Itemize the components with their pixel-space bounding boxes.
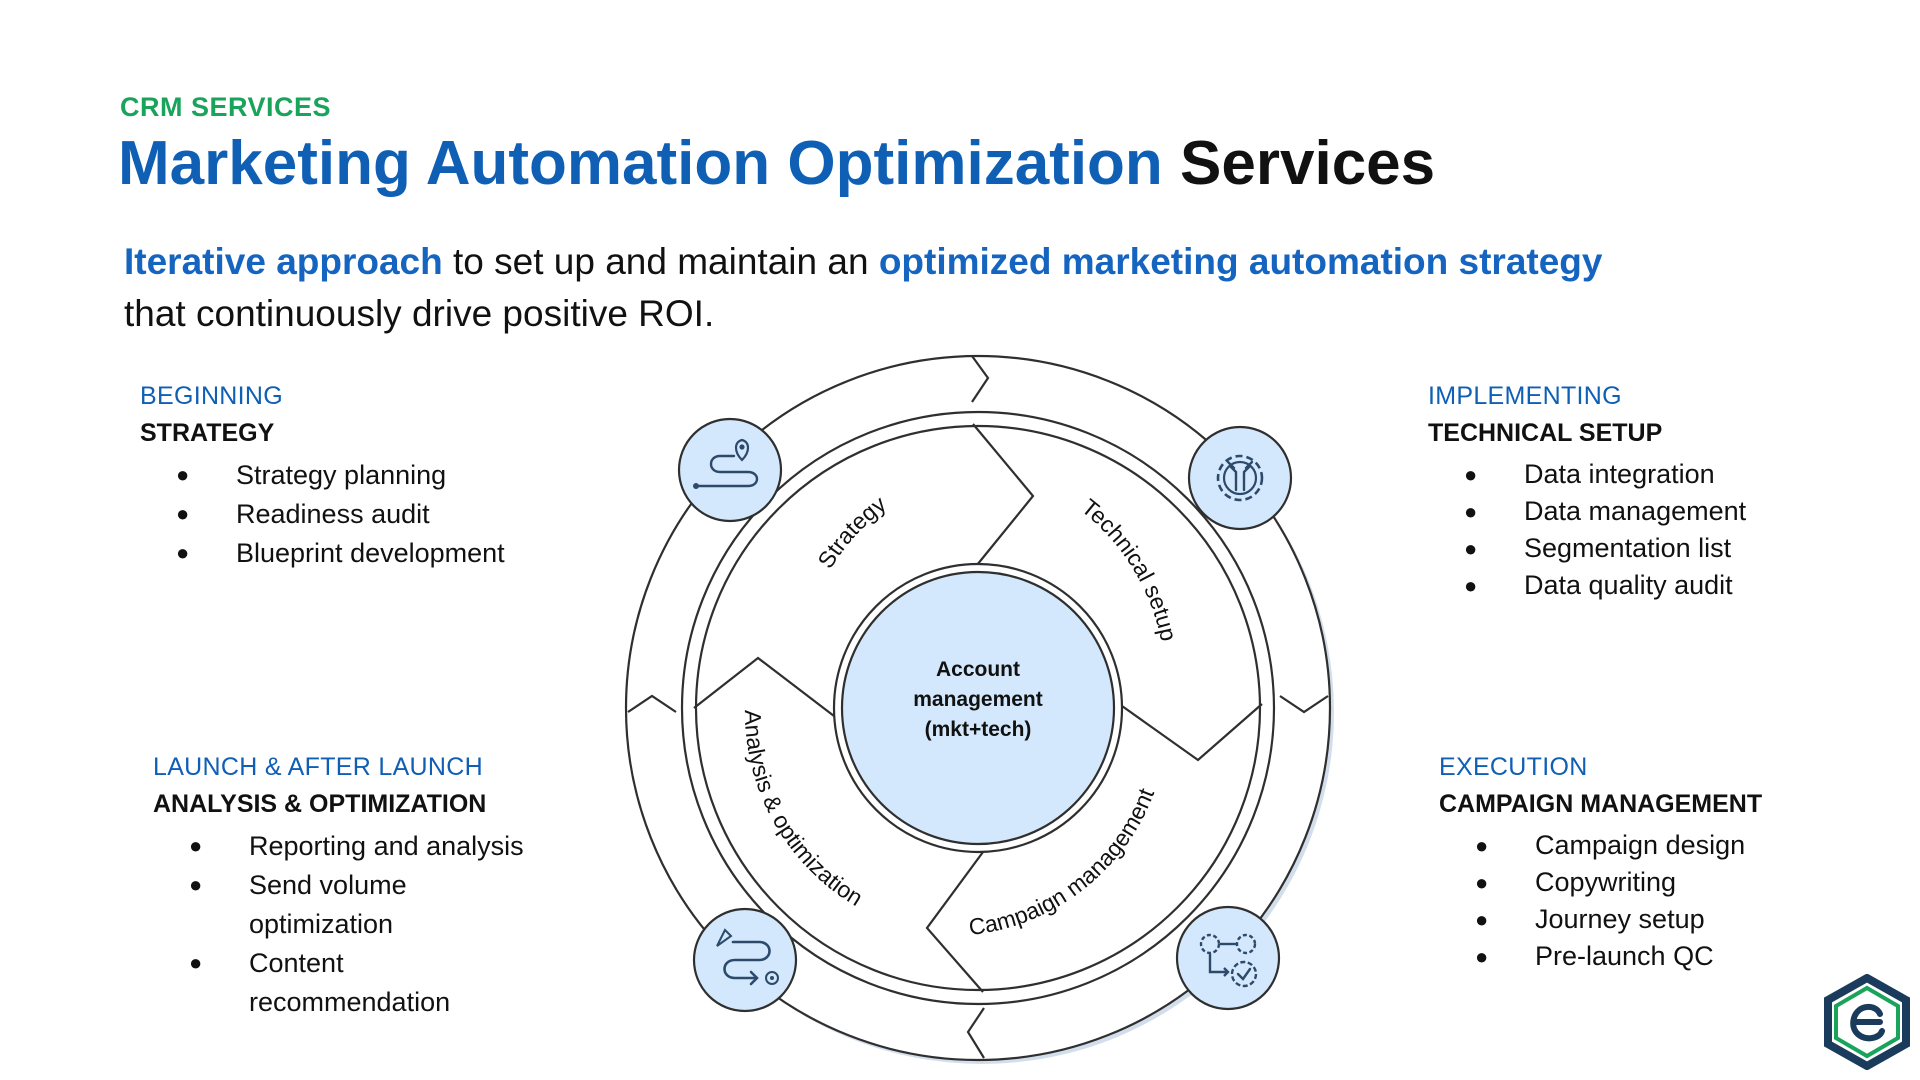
outer-ring-divider	[971, 355, 990, 403]
phase-execution: EXECUTION CAMPAIGN MANAGEMENT ● Campaign …	[1439, 749, 1899, 975]
list-item-text: Strategy planning	[236, 460, 447, 490]
subtitle-highlight-2: optimized marketing automation strategy	[878, 241, 1603, 282]
list-item-text: Blueprint development	[236, 538, 505, 568]
center-label-line-2: management	[913, 688, 1043, 711]
map-route-icon	[677, 417, 783, 523]
subtitle-text-1: to set up and maintain an	[442, 241, 879, 282]
bullet: ●	[189, 872, 203, 897]
bullet: ●	[189, 833, 203, 858]
segment-divider	[972, 423, 1035, 566]
list-item: ● Campaign design	[1439, 827, 1899, 864]
phase-stage-label: EXECUTION	[1439, 753, 1588, 781]
list-item-text: Journey setup	[1535, 904, 1705, 934]
list-item: ● Reporting and analysis	[153, 827, 653, 866]
bullet: ●	[189, 950, 203, 975]
phase-item-list: ● Reporting and analysis ● Send volume opti…	[153, 827, 653, 1022]
center-circle	[840, 570, 1116, 846]
cycle-diagram: Account management (mkt+tech) Strategy T…	[624, 354, 1334, 1064]
phase-name: TECHNICAL SETUP	[1428, 419, 1663, 447]
rocket-path-icon	[692, 907, 798, 1013]
outer-ring-divider	[627, 694, 677, 713]
workflow-gears-icon	[1175, 905, 1281, 1011]
bullet: ●	[1475, 870, 1489, 895]
phase-item-list: ● Data integration ● Data management ● Segm…	[1428, 456, 1888, 604]
subtitle-highlight-1: Iterative approach	[124, 241, 443, 282]
list-item-text-continued: optimization	[249, 909, 394, 939]
phase-item-list: ● Strategy planning ● Readiness audit ● Blu…	[140, 456, 640, 573]
list-item-text: Readiness audit	[236, 499, 430, 529]
gear-wrench-icon	[1187, 425, 1293, 531]
center-label-line-3: (mkt+tech)	[925, 718, 1032, 741]
bullet: ●	[1475, 833, 1489, 858]
phase-name: ANALYSIS & OPTIMIZATION	[153, 790, 487, 818]
list-item-text: Pre-launch QC	[1535, 941, 1714, 971]
phase-beginning: BEGINNING STRATEGY ● Strategy planning ● R…	[140, 378, 640, 573]
list-item: ● Copywriting	[1439, 864, 1899, 901]
subtitle: Iterative approach to set up and maintai…	[124, 236, 1764, 340]
list-item: ● Strategy planning	[140, 456, 640, 495]
segment-divider	[1121, 703, 1263, 762]
list-item: ● Blueprint development	[140, 534, 640, 573]
bullet: ●	[1464, 462, 1478, 487]
phase-stage-label: LAUNCH & AFTER LAUNCH	[153, 753, 483, 781]
list-item-text: Data quality audit	[1524, 570, 1733, 600]
bullet: ●	[1475, 944, 1489, 969]
list-item: ● Data management	[1428, 493, 1888, 530]
list-item-text: Segmentation list	[1524, 533, 1732, 563]
list-item: ● Pre-launch QC	[1439, 938, 1899, 975]
list-item-text: Campaign design	[1535, 830, 1746, 860]
list-item: ● Segmentation list	[1428, 530, 1888, 567]
page-title: Marketing Automation Optimization Servic…	[118, 128, 1435, 199]
bullet: ●	[1464, 499, 1478, 524]
list-item-text: Data management	[1524, 496, 1747, 526]
list-item: ● Data integration	[1428, 456, 1888, 493]
list-item-text: Copywriting	[1535, 867, 1677, 897]
segment-divider	[925, 851, 984, 993]
list-item-text: Data integration	[1524, 459, 1715, 489]
segment-divider	[693, 656, 835, 717]
bullet: ●	[1464, 536, 1478, 561]
hexagon-e-logo	[1824, 974, 1910, 1070]
list-item-text-continued: recommendation	[249, 987, 451, 1017]
list-item: ● Data quality audit	[1428, 567, 1888, 604]
title-highlight: Marketing Automation Optimization	[118, 129, 1163, 198]
list-item-text: Content	[249, 948, 344, 978]
bullet: ●	[176, 462, 190, 487]
phase-stage-label: BEGINNING	[140, 382, 283, 410]
bullet: ●	[1475, 907, 1489, 932]
phase-launch: LAUNCH & AFTER LAUNCH ANALYSIS & OPTIMIZ…	[153, 749, 653, 1022]
phase-name: STRATEGY	[140, 419, 275, 447]
outer-ring-divider	[1279, 695, 1329, 714]
center-label-line-1: Account	[936, 658, 1020, 681]
phase-item-list: ● Campaign design ● Copywriting ● Journey s…	[1439, 827, 1899, 975]
bullet: ●	[176, 540, 190, 565]
bullet: ●	[1464, 573, 1478, 598]
eyebrow-label: CRM SERVICES	[120, 92, 332, 122]
list-item-text: Send volume	[249, 870, 407, 900]
list-item: ● Readiness audit	[140, 495, 640, 534]
list-item-text: Reporting and analysis	[249, 831, 524, 861]
outer-ring-divider	[966, 1007, 985, 1059]
list-item: ● Journey setup	[1439, 901, 1899, 938]
phase-implementing: IMPLEMENTING TECHNICAL SETUP ● Data integ…	[1428, 378, 1888, 604]
subtitle-text-2: that continuously drive positive ROI.	[124, 293, 715, 334]
phase-name: CAMPAIGN MANAGEMENT	[1439, 790, 1763, 818]
list-item: ● Send volume optimization	[153, 866, 653, 944]
phase-stage-label: IMPLEMENTING	[1428, 382, 1622, 410]
list-item: ● Content recommendation	[153, 944, 653, 1022]
title-rest: Services	[1180, 129, 1436, 198]
bullet: ●	[176, 501, 190, 526]
